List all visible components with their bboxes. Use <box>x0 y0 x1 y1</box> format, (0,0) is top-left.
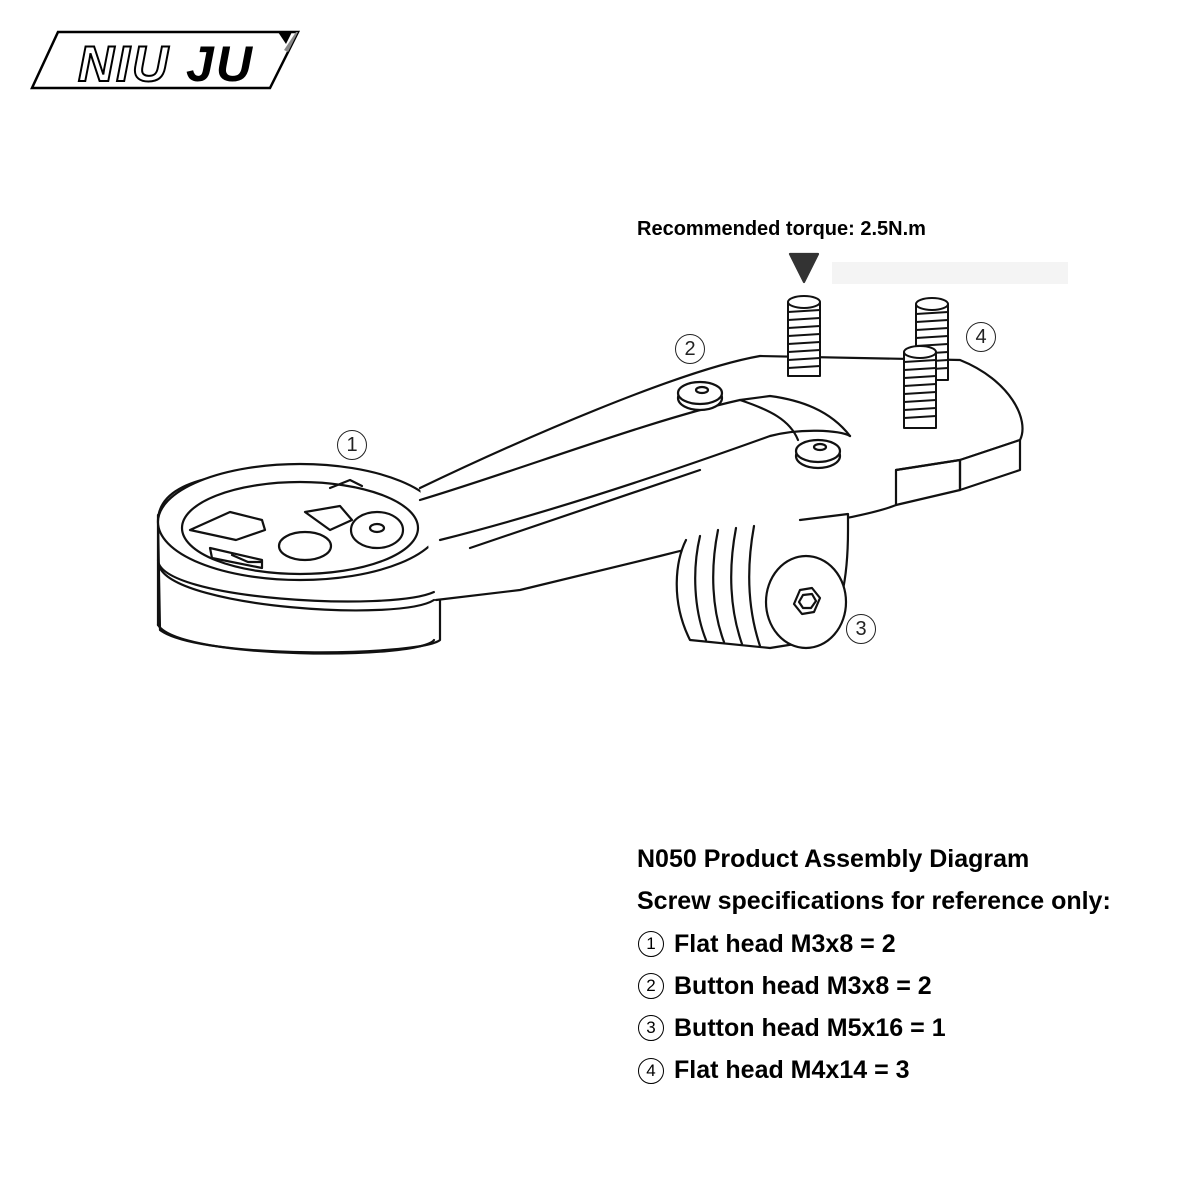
spec-item-2: 2 Button head M3x8 = 2 <box>637 965 1197 1007</box>
gopro-adapter <box>675 512 850 650</box>
screw-top <box>787 295 821 377</box>
brand-logo: NIU JU <box>30 28 302 94</box>
logo-wordmark: NIU JU <box>77 34 254 94</box>
logo-niu: NIU <box>77 35 171 93</box>
spec-item-text: Flat head M3x8 = 2 <box>674 929 896 958</box>
spec-item-text: Button head M5x16 = 1 <box>674 1014 946 1043</box>
spec-item-1: 1 Flat head M3x8 = 2 <box>637 923 1197 965</box>
logo-ju: JU <box>186 36 254 92</box>
callout-1: 1 <box>337 430 367 460</box>
spec-subtitle: Screw specifications for reference only: <box>637 887 1111 916</box>
button-head-screws <box>676 380 842 470</box>
spec-item-number: 2 <box>638 973 664 1000</box>
spec-item-number: 1 <box>638 930 664 957</box>
spec-item-number: 3 <box>638 1015 664 1042</box>
callout-4: 4 <box>966 322 996 352</box>
screw-spec-block: N050 Product Assembly Diagram Screw spec… <box>637 838 1197 1092</box>
spec-item-text: Button head M3x8 = 2 <box>674 971 932 1000</box>
spec-item-text: Flat head M4x14 = 3 <box>674 1056 910 1085</box>
screw-right-back <box>915 297 949 381</box>
torque-highlight <box>832 262 1068 284</box>
spec-item-4: 4 Flat head M4x14 = 3 <box>637 1049 1197 1091</box>
torque-arrow-icon <box>788 252 820 284</box>
computer-mount-disc <box>156 462 444 655</box>
extension-arm <box>418 354 1024 602</box>
spec-item-3: 3 Button head M5x16 = 1 <box>637 1007 1197 1049</box>
torque-note: Recommended torque: 2.5N.m <box>637 218 926 240</box>
logo-frame <box>30 30 301 90</box>
spec-item-number: 4 <box>638 1057 664 1084</box>
callout-3: 3 <box>846 614 876 644</box>
threaded-screws <box>787 295 949 429</box>
spec-title: N050 Product Assembly Diagram <box>637 845 1030 873</box>
callout-2: 2 <box>675 334 705 364</box>
screw-right-front <box>903 345 937 429</box>
